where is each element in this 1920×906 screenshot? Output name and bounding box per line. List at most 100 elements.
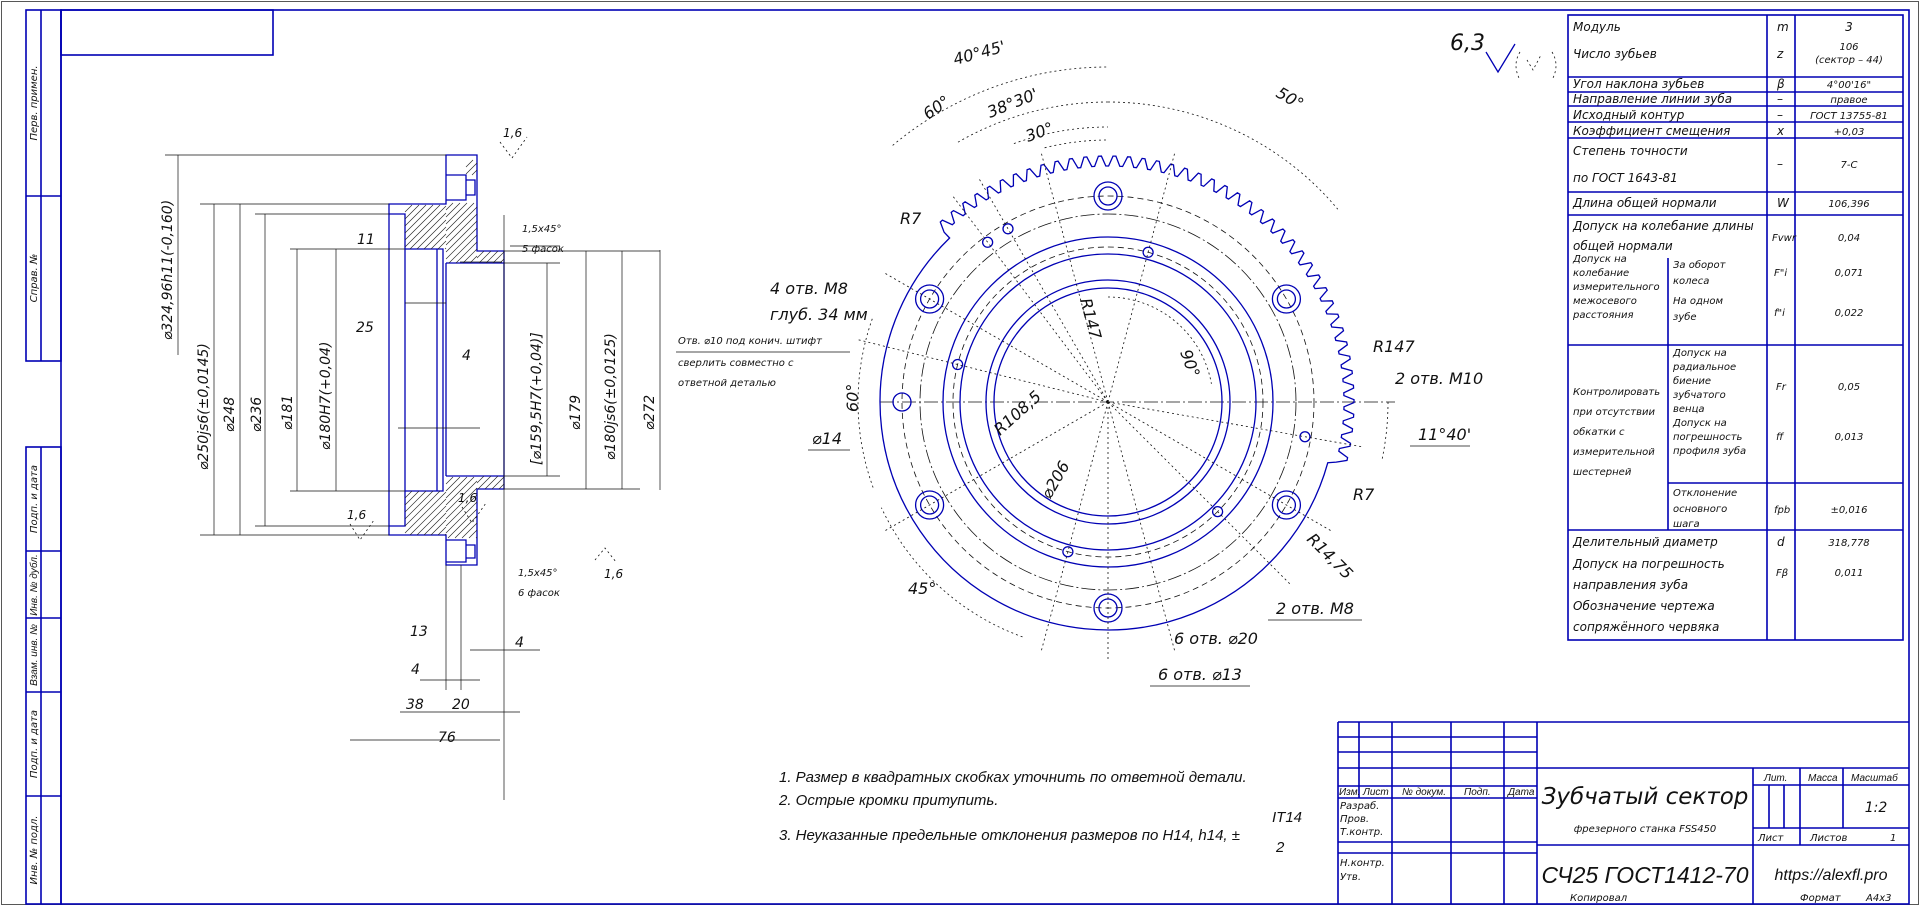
dim-diameter: ⌀248: [222, 397, 238, 432]
hatch-line: [476, 250, 485, 259]
table-param-symbol: Fr: [1776, 382, 1787, 393]
hatch-line: [471, 169, 478, 176]
table-param-name: зубчатого: [1673, 389, 1726, 401]
hatch-line: [445, 487, 478, 520]
note-fraction-denominator: 2: [1275, 839, 1285, 856]
roughness-value: 1,6: [503, 126, 522, 140]
table-param-symbol: –: [1777, 157, 1783, 171]
table-param-name: Контролировать: [1573, 387, 1660, 398]
hatch-line: [445, 220, 478, 253]
table-param-name: расстояния: [1572, 310, 1633, 321]
hatch-line: [462, 248, 478, 264]
hub-ring-circle: [959, 253, 1257, 551]
hatch-line: [476, 475, 485, 484]
dim-length: 4: [411, 662, 420, 678]
hole-m10-icon: [981, 236, 994, 248]
angle-dimension-arc: [1044, 139, 1109, 149]
table-param-name: общей нормали: [1573, 239, 1673, 253]
dim-angle: 90°: [1176, 347, 1204, 380]
technical-notes: 1. Размер в квадратных скобках уточнить …: [778, 769, 1302, 856]
table-param-symbol: Fβ: [1776, 568, 1789, 579]
table-param-name: профиля зуба: [1673, 445, 1746, 457]
table-param-name: венца: [1673, 404, 1705, 415]
table-param-symbol: x: [1776, 124, 1785, 138]
hatch-line: [445, 480, 478, 513]
hatch-line: [445, 227, 478, 260]
table-param-name: при отсутствии: [1573, 407, 1655, 418]
hatch-line: [404, 490, 427, 513]
tb-header: Подп.: [1464, 787, 1491, 798]
title-block: Изм. Лист № докум. Подп. Дата Разраб. Пр…: [1337, 721, 1909, 904]
note-line: 1. Размер в квадратных скобках уточнить …: [779, 769, 1247, 786]
roughness-icon: [1485, 43, 1516, 74]
table-param-name: колебание: [1573, 267, 1629, 279]
hatch-line: [404, 490, 413, 499]
dim-angle: 45°: [908, 579, 936, 598]
table-param-name: погрешность: [1673, 432, 1743, 443]
dim-length: 25: [356, 320, 374, 336]
table-param-name: Отклонение: [1673, 488, 1737, 499]
gear-sector-outline: [879, 155, 1355, 631]
dim-length: 4: [462, 348, 471, 364]
table-param-value: 0,04: [1838, 233, 1860, 244]
table-param-name: обкатки с: [1573, 426, 1625, 438]
dim-angle: 60°: [843, 384, 862, 412]
hatch-line: [445, 202, 475, 232]
pitch-circle: [919, 213, 1297, 591]
table-param-symbol: z: [1776, 47, 1784, 61]
tb-role: Н.контр.: [1340, 858, 1385, 869]
table-param-value: 106,396: [1828, 199, 1869, 210]
roughness-in-brackets-icon: [1515, 51, 1557, 81]
dim-diameter: ⌀14: [812, 429, 842, 448]
chamfer-note: 6 фасок: [518, 588, 560, 599]
note-line: 2. Острые кромки притупить.: [778, 792, 998, 809]
table-param-name: Делительный диаметр: [1572, 535, 1718, 549]
hatch-line: [445, 494, 478, 527]
table-param-value: 0,05: [1838, 382, 1860, 393]
tb-header: № докум.: [1402, 787, 1446, 798]
hatch-line: [498, 483, 505, 490]
side-stamp: Перв. примен. Справ. № Подп. и дата Инв.…: [25, 9, 62, 905]
table-param-symbol: F"i: [1774, 268, 1787, 279]
table-param-name: направления зуба: [1573, 578, 1688, 592]
hole-m8-icon: [1062, 546, 1074, 558]
flange-hole-bottom: [446, 539, 476, 563]
dimension-lines: [165, 154, 661, 800]
table-param-symbol: fpb: [1774, 505, 1790, 516]
hole-20-icon: [1271, 490, 1302, 520]
table-param-name: Допуск на: [1572, 254, 1627, 265]
hatch-line: [445, 202, 461, 218]
side-stamp-label: Инв. № подл.: [29, 816, 40, 885]
hole-13-icon: [1276, 495, 1297, 515]
table-param-name: Исходный контур: [1573, 108, 1685, 122]
note-line: 3. Неуказанные предельные отклонения раз…: [779, 827, 1240, 844]
hole-m10-icon: [1299, 431, 1311, 443]
hatch-line: [484, 475, 499, 490]
radial-center-line: [1107, 401, 1365, 448]
table-param-name: колеса: [1673, 276, 1709, 287]
tb-sheet-label: Лист: [1757, 833, 1785, 844]
callout-pin-hole: сверлить совместно с: [678, 358, 794, 369]
dim-diameter: [⌀159,5H7(+0,04)]: [529, 332, 545, 465]
gear-view: 40°45' 60° 38°30' 30° 50° 60° 90° 11°40'…: [676, 37, 1483, 687]
table-param-name: За оборот: [1673, 259, 1727, 271]
hatch-line: [404, 204, 427, 227]
tb-header: Дата: [1507, 787, 1535, 798]
dim-angle: 11°40': [1418, 425, 1471, 444]
hole-20-icon: [914, 490, 945, 520]
dim-angle: 40°45': [951, 37, 1007, 69]
dim-radius: R7: [1353, 485, 1375, 504]
table-param-name: по ГОСТ 1643-81: [1573, 171, 1678, 185]
hatch-line: [445, 476, 475, 506]
chamfer-note: 1,5x45°: [522, 224, 562, 235]
tb-scale: 1:2: [1865, 800, 1888, 816]
dim-radius: ⌀206: [1037, 458, 1074, 502]
dim-length: 76: [438, 730, 456, 746]
table-param-symbol: W: [1777, 196, 1790, 210]
table-param-name: Длина общей нормали: [1572, 196, 1717, 210]
side-stamp-label: Инв. № дубл.: [28, 554, 40, 616]
hatch-line: [445, 476, 461, 492]
table-param-name: сопряжённого червяка: [1573, 620, 1719, 634]
dim-radius: R7: [900, 209, 922, 228]
side-stamp-label: Подп. и дата: [29, 710, 40, 778]
